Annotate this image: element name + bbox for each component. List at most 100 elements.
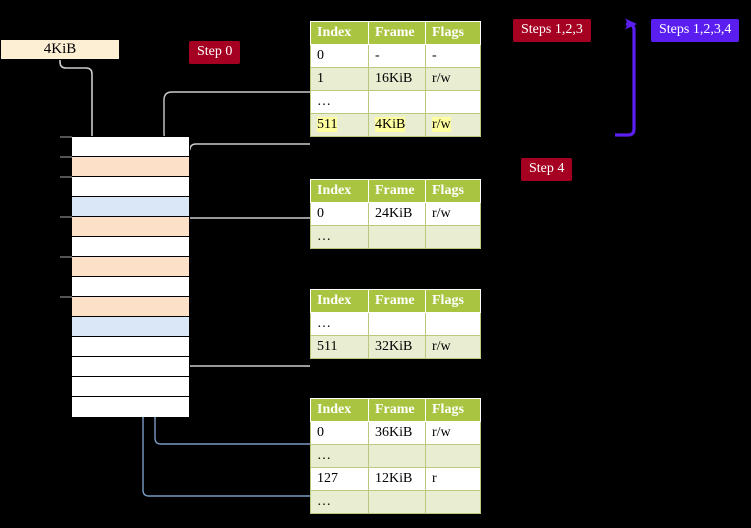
cell-value: … xyxy=(317,229,331,244)
cell-value: 24KiB xyxy=(375,206,413,221)
column-header-frame: Frame xyxy=(368,21,426,45)
memory-row-tick xyxy=(60,256,72,258)
cell-value: 1 xyxy=(317,71,324,86)
cell-value: r/w xyxy=(432,206,451,221)
table-cell xyxy=(425,490,481,514)
table-row: … xyxy=(310,225,481,249)
cell-value: r/w xyxy=(432,117,451,132)
cell-value: 36KiB xyxy=(375,425,413,440)
memory-frame-row xyxy=(60,136,189,157)
table-cell xyxy=(425,312,481,336)
memory-frame-row xyxy=(60,156,189,177)
table-cell xyxy=(368,444,426,468)
table-cell: … xyxy=(310,444,369,468)
cell-value: 32KiB xyxy=(375,339,413,354)
cell-value: 0 xyxy=(317,425,324,440)
column-header-flags: Flags xyxy=(425,398,481,422)
wire-mem-to-t4-row0 xyxy=(154,418,310,445)
table-cell: 36KiB xyxy=(368,421,426,445)
table-cell: … xyxy=(310,312,369,336)
cell-value: … xyxy=(317,94,331,109)
table-cell: 32KiB xyxy=(368,335,426,359)
memory-frame-row xyxy=(72,397,189,417)
table-row: 511 4KiB r/w xyxy=(310,113,481,137)
memory-frame-row xyxy=(60,216,189,237)
table-row: 1 16KiB r/w xyxy=(310,67,481,91)
memory-frame-row xyxy=(72,277,189,297)
column-header-frame: Frame xyxy=(368,289,426,313)
table-cell: 511 xyxy=(310,335,369,359)
table-cell xyxy=(368,225,426,249)
cell-value: … xyxy=(317,316,331,331)
memory-frame-row xyxy=(72,197,189,217)
table-cell: … xyxy=(310,225,369,249)
cell-value: r/w xyxy=(432,339,451,354)
cell-value: 4KiB xyxy=(375,117,406,132)
memory-row-tick xyxy=(60,136,72,138)
table-cell: 0 xyxy=(310,202,369,226)
memory-frame-row xyxy=(60,176,189,197)
memory-row-tick xyxy=(60,156,72,158)
memory-frame-row xyxy=(72,377,189,397)
cell-value: 511 xyxy=(317,117,338,132)
column-header-flags: Flags xyxy=(425,21,481,45)
memory-row-tick xyxy=(60,176,72,178)
table-cell: 4KiB xyxy=(368,113,426,137)
cell-value: 16KiB xyxy=(375,71,413,86)
memory-frame-row xyxy=(72,317,189,337)
table-cell xyxy=(425,225,481,249)
memory-frame-row xyxy=(72,237,189,257)
table-cell: 127 xyxy=(310,467,369,491)
badge-step-4: Step 4 xyxy=(521,158,573,181)
table-row: … xyxy=(310,444,481,468)
table-row: … xyxy=(310,312,481,336)
table-cell: 16KiB xyxy=(368,67,426,91)
cell-value: r/w xyxy=(432,425,451,440)
table-cell: 0 xyxy=(310,44,369,68)
table-row: … xyxy=(310,490,481,514)
cell-value: 0 xyxy=(317,48,324,63)
wire-t3-row511-to-memory xyxy=(172,321,310,367)
table-cell xyxy=(368,312,426,336)
memory-row-tick xyxy=(60,216,72,218)
table-cell: - xyxy=(368,44,426,68)
badge-steps-1234: Steps 1,2,3,4 xyxy=(651,19,740,42)
column-header-frame: Frame xyxy=(368,179,426,203)
table-row: 0 24KiB r/w xyxy=(310,202,481,226)
cell-value: 511 xyxy=(317,339,338,354)
table-cell: r/w xyxy=(425,335,481,359)
table-cell xyxy=(425,90,481,114)
cell-value: … xyxy=(317,448,331,463)
memory-frame-row xyxy=(72,337,189,357)
cell-value: 0 xyxy=(317,206,324,221)
column-header-index: Index xyxy=(310,289,369,313)
table-row: … xyxy=(310,90,481,114)
cell-value: 127 xyxy=(317,471,338,486)
table-cell: r/w xyxy=(425,113,481,137)
column-header-flags: Flags xyxy=(425,179,481,203)
wire-t1-row511-to-memory xyxy=(189,143,310,151)
frame-4kib-label: 4KiB xyxy=(43,41,77,57)
physical-memory-column xyxy=(60,136,190,417)
table-cell: 12KiB xyxy=(368,467,426,491)
column-header-index: Index xyxy=(310,21,369,45)
table-row: 511 32KiB r/w xyxy=(310,335,481,359)
memory-frame-row xyxy=(60,296,189,317)
frame-4kib-box: 4KiB xyxy=(0,39,120,60)
table-cell xyxy=(368,490,426,514)
table-cell: 1 xyxy=(310,67,369,91)
table-row: 0 36KiB r/w xyxy=(310,421,481,445)
table-row: 0-- xyxy=(310,44,481,68)
cell-value: r/w xyxy=(432,71,451,86)
column-header-frame: Frame xyxy=(368,398,426,422)
memory-row-tick xyxy=(60,296,72,298)
table-cell: 511 xyxy=(310,113,369,137)
wire-t4-row0-to-mem-blue4 xyxy=(142,418,310,497)
table-cell: 24KiB xyxy=(368,202,426,226)
column-header-index: Index xyxy=(310,179,369,203)
